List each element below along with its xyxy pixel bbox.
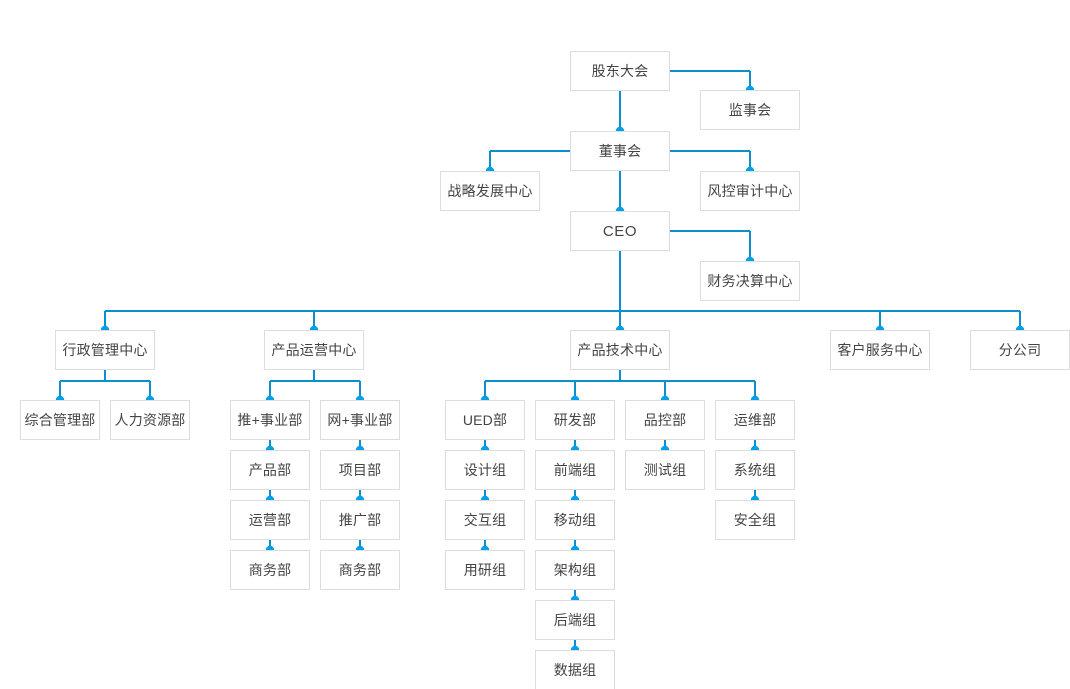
node-UED部[interactable]: UED部	[445, 400, 525, 440]
node-label: 运营部	[248, 512, 292, 528]
node-label: 董事会	[598, 143, 642, 159]
node-label: 商务部	[248, 562, 292, 578]
node-研发部[interactable]: 研发部	[535, 400, 615, 440]
node-label: 监事会	[728, 102, 772, 118]
node-运维部[interactable]: 运维部	[715, 400, 795, 440]
node-董事会[interactable]: 董事会	[570, 131, 670, 171]
node-label: 架构组	[553, 562, 597, 578]
node-label: 设计组	[463, 462, 507, 478]
node-label: 测试组	[643, 462, 687, 478]
node-label: 前端组	[553, 462, 597, 478]
node-label: CEO	[602, 222, 638, 240]
node-监事会[interactable]: 监事会	[700, 90, 800, 130]
node-运营部[interactable]: 运营部	[230, 500, 310, 540]
node-label: 项目部	[338, 462, 382, 478]
node-推广部[interactable]: 推广部	[320, 500, 400, 540]
node-人力资源部[interactable]: 人力资源部	[110, 400, 190, 440]
node-label: 网+事业部	[327, 412, 393, 428]
node-label: 行政管理中心	[62, 342, 148, 358]
node-label: 移动组	[553, 512, 597, 528]
node-label: 推+事业部	[237, 412, 303, 428]
node-label: 客户服务中心	[837, 342, 923, 358]
node-财务决算中心[interactable]: 财务决算中心	[700, 261, 800, 301]
node-产品部[interactable]: 产品部	[230, 450, 310, 490]
node-label: 用研组	[463, 562, 507, 578]
node-后端组[interactable]: 后端组	[535, 600, 615, 640]
node-交互组[interactable]: 交互组	[445, 500, 525, 540]
node-商务部[interactable]: 商务部	[320, 550, 400, 590]
node-label: 品控部	[643, 412, 687, 428]
node-设计组[interactable]: 设计组	[445, 450, 525, 490]
node-商务部[interactable]: 商务部	[230, 550, 310, 590]
node-label: 综合管理部	[24, 412, 96, 428]
node-label: 研发部	[553, 412, 597, 428]
node-label: UED部	[462, 412, 508, 428]
node-风控审计中心[interactable]: 风控审计中心	[700, 171, 800, 211]
node-label: 安全组	[733, 512, 777, 528]
node-产品运营中心[interactable]: 产品运营中心	[264, 330, 364, 370]
node-label: 产品部	[248, 462, 292, 478]
node-label: 数据组	[553, 662, 597, 678]
node-label: 商务部	[338, 562, 382, 578]
node-综合管理部[interactable]: 综合管理部	[20, 400, 100, 440]
node-移动组[interactable]: 移动组	[535, 500, 615, 540]
node-产品技术中心[interactable]: 产品技术中心	[570, 330, 670, 370]
node-品控部[interactable]: 品控部	[625, 400, 705, 440]
node-架构组[interactable]: 架构组	[535, 550, 615, 590]
node-数据组[interactable]: 数据组	[535, 650, 615, 689]
node-网+事业部[interactable]: 网+事业部	[320, 400, 400, 440]
node-系统组[interactable]: 系统组	[715, 450, 795, 490]
node-分公司[interactable]: 分公司	[970, 330, 1070, 370]
node-用研组[interactable]: 用研组	[445, 550, 525, 590]
node-label: 系统组	[733, 462, 777, 478]
node-label: 交互组	[463, 512, 507, 528]
node-安全组[interactable]: 安全组	[715, 500, 795, 540]
node-前端组[interactable]: 前端组	[535, 450, 615, 490]
node-CEO[interactable]: CEO	[570, 211, 670, 251]
node-label: 运维部	[733, 412, 777, 428]
node-label: 产品技术中心	[577, 342, 663, 358]
node-测试组[interactable]: 测试组	[625, 450, 705, 490]
node-label: 人力资源部	[114, 412, 186, 428]
node-label: 股东大会	[591, 63, 649, 79]
node-项目部[interactable]: 项目部	[320, 450, 400, 490]
node-客户服务中心[interactable]: 客户服务中心	[830, 330, 930, 370]
node-label: 战略发展中心	[447, 183, 533, 199]
node-label: 风控审计中心	[707, 183, 793, 199]
node-行政管理中心[interactable]: 行政管理中心	[55, 330, 155, 370]
node-label: 推广部	[338, 512, 382, 528]
node-股东大会[interactable]: 股东大会	[570, 51, 670, 91]
node-label: 分公司	[998, 342, 1042, 358]
node-label: 后端组	[553, 612, 597, 628]
node-label: 财务决算中心	[707, 273, 793, 289]
node-推+事业部[interactable]: 推+事业部	[230, 400, 310, 440]
node-战略发展中心[interactable]: 战略发展中心	[440, 171, 540, 211]
node-label: 产品运营中心	[271, 342, 357, 358]
